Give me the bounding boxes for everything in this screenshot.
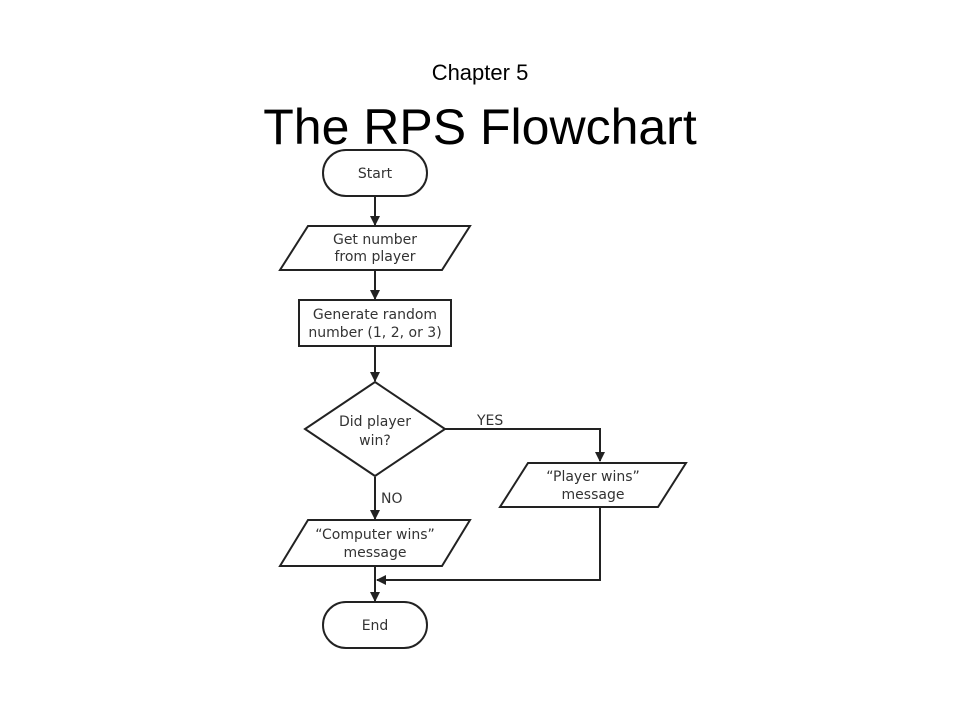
end-label: End <box>362 618 389 634</box>
computer-wins-node <box>278 519 472 567</box>
computer-wins-label-line1: “Computer wins” <box>315 527 435 543</box>
slide-title: The RPS Flowchart <box>263 99 697 155</box>
generate-random-node <box>298 299 452 347</box>
decision-label-line1: Did player <box>339 414 411 430</box>
edge-player-wins-to-merge <box>376 508 601 585</box>
generate-random-label-line1: Generate random <box>313 307 437 323</box>
computer-wins-label-line2: message <box>344 545 407 561</box>
generate-random-label-line2: number (1, 2, or 3) <box>308 325 441 341</box>
decision-node <box>303 380 447 478</box>
chapter-subtitle: Chapter 5 <box>431 60 529 85</box>
start-label: Start <box>358 166 393 182</box>
no-label: NO <box>381 491 403 507</box>
get-number-node <box>278 225 472 271</box>
decision-label-line2: win? <box>359 433 391 449</box>
player-wins-label-line1: “Player wins” <box>546 469 640 485</box>
player-wins-label-line2: message <box>562 487 625 503</box>
start-node <box>322 149 428 197</box>
get-number-label-line1: Get number <box>333 232 417 248</box>
edge-decision-yes <box>445 428 605 462</box>
player-wins-node <box>498 462 688 508</box>
get-number-label-line2: from player <box>334 249 415 265</box>
end-node <box>322 601 428 649</box>
yes-label: YES <box>476 413 503 429</box>
